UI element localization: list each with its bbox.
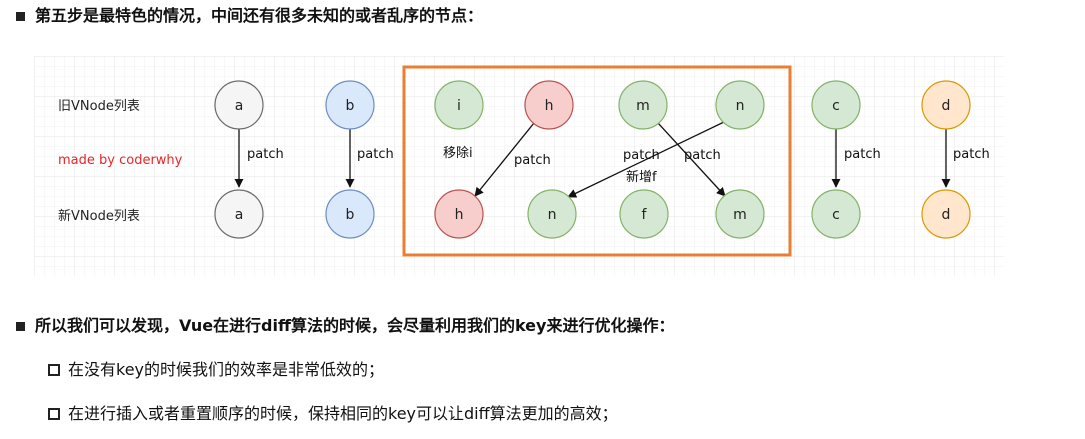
old-node-b: b	[325, 80, 375, 130]
new-node-a-label: a	[235, 207, 244, 223]
patch-arrow-m	[657, 122, 726, 197]
patch-label-c: patch	[844, 147, 881, 162]
old-node-d-label: d	[942, 98, 951, 114]
new-node-f: f	[619, 189, 669, 239]
heading-conclusion: 所以我们可以发现，Vue在进行diff算法的时候，会尽量利用我们的key来进行优…	[16, 316, 674, 336]
new-node-n-label: n	[548, 207, 557, 223]
old-node-i-label: i	[457, 98, 461, 114]
bullet-item: 在没有key的时候我们的效率是非常低效的；	[48, 360, 384, 380]
old-node-d: d	[921, 80, 971, 130]
old-node-i: i	[434, 80, 484, 130]
patch-arrow-n	[567, 121, 725, 198]
remove-i-label: 移除i	[443, 146, 473, 161]
hollow-square-icon	[48, 408, 60, 420]
patch-label-h: patch	[514, 153, 551, 168]
bullet-item-text: 在没有key的时候我们的效率是非常低效的；	[68, 360, 385, 379]
new-node-h: h	[434, 189, 484, 239]
patch-label-n: patch	[623, 148, 660, 163]
new-node-n: n	[527, 189, 577, 239]
old-node-n-label: n	[736, 98, 745, 114]
new-node-m-label: m	[733, 207, 747, 223]
new-node-c-label: c	[832, 207, 840, 223]
bullet-square-icon	[16, 321, 25, 331]
new-vnode-label: 新VNode列表	[58, 208, 140, 224]
old-node-c: c	[811, 80, 861, 130]
new-node-b: b	[325, 189, 375, 239]
patch-label-d: patch	[953, 147, 990, 162]
heading-conclusion-text: 所以我们可以发现，Vue在进行diff算法的时候，会尽量利用我们的key来进行优…	[35, 316, 675, 335]
hollow-square-icon	[48, 364, 60, 376]
add-f-label: 新增f	[626, 169, 657, 185]
patch-arrow-h	[474, 122, 535, 197]
bullet-square-icon	[16, 11, 25, 21]
old-node-h-label: h	[545, 98, 554, 114]
bullet-item: 在进行插入或者重置顺序的时候，保持相同的key可以让diff算法更加的高效；	[48, 404, 618, 424]
old-node-m-label: m	[636, 98, 650, 114]
vnode-diff-diagram: 旧VNode列表 made by coderwhy 新VNode列表 patch…	[34, 56, 1004, 276]
new-node-h-label: h	[455, 207, 464, 223]
patch-label-a: patch	[247, 147, 284, 162]
old-node-a-label: a	[235, 98, 244, 114]
bullet-item-text: 在进行插入或者重置顺序的时候，保持相同的key可以让diff算法更加的高效；	[68, 404, 618, 423]
patch-label-b: patch	[357, 147, 394, 162]
old-node-b-label: b	[346, 98, 355, 114]
old-node-m: m	[618, 80, 668, 130]
old-node-c-label: c	[832, 98, 840, 114]
diagram-svg: 旧VNode列表 made by coderwhy 新VNode列表 patch…	[34, 56, 1004, 276]
patch-label-m: patch	[684, 148, 721, 163]
new-node-f-label: f	[642, 207, 648, 223]
old-node-n: n	[715, 80, 765, 130]
heading-step5-text: 第五步是最特色的情况，中间还有很多未知的或者乱序的节点：	[35, 6, 484, 25]
new-node-d: d	[921, 189, 971, 239]
new-node-m: m	[715, 189, 765, 239]
old-node-h: h	[524, 80, 574, 130]
old-vnode-label: 旧VNode列表	[58, 99, 140, 114]
credit-label: made by coderwhy	[58, 153, 183, 168]
new-node-d-label: d	[942, 207, 951, 223]
new-node-a: a	[214, 189, 264, 239]
new-node-c: c	[811, 189, 861, 239]
old-node-a: a	[214, 80, 264, 130]
new-node-b-label: b	[346, 207, 355, 223]
heading-step5: 第五步是最特色的情况，中间还有很多未知的或者乱序的节点：	[16, 6, 483, 26]
highlight-box	[402, 65, 792, 257]
